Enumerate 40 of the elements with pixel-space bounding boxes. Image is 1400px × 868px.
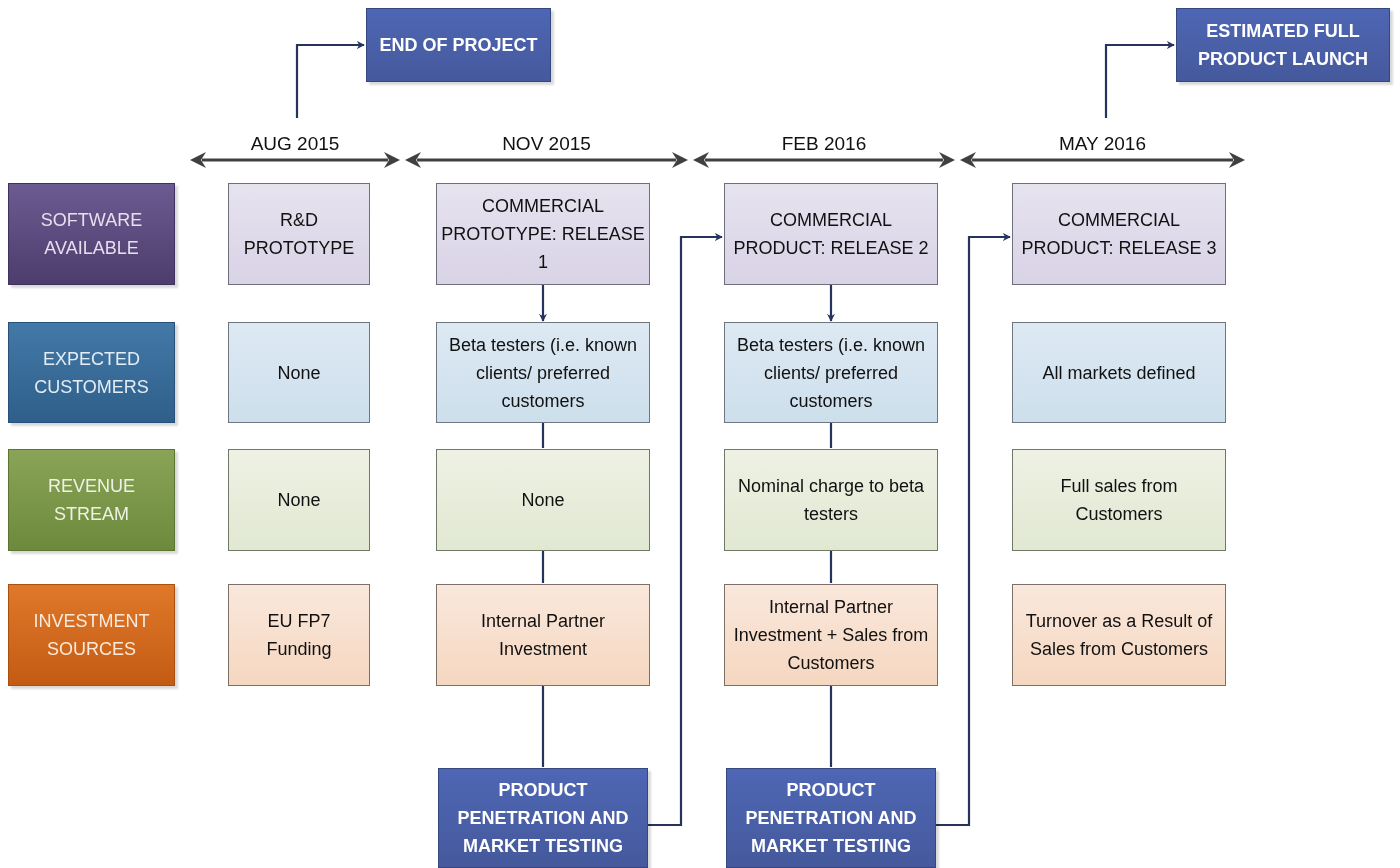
arrow <box>827 285 835 322</box>
timeline-cell: EU FP7 Funding <box>228 584 370 686</box>
timeline-cell: Nominal charge to beta testers <box>724 449 938 551</box>
timeline-cell: Internal Partner Investment + Sales from Customers <box>724 584 938 686</box>
milestone-box: END OF PROJECT <box>366 8 551 82</box>
connector-line <box>829 423 833 448</box>
arrow <box>936 233 1011 827</box>
timeline-cell: COMMERCIAL PRODUCT: RELEASE 3 <box>1012 183 1226 285</box>
timeline-cell: COMMERCIAL PRODUCT: RELEASE 2 <box>724 183 938 285</box>
milestone-box: PRODUCT PENETRATION AND MARKET TESTING <box>438 768 648 868</box>
arrow <box>1104 41 1175 118</box>
connector-line <box>541 551 545 583</box>
timeline-cell: Beta testers (i.e. known clients/ preferred customers <box>724 322 938 423</box>
connector-line <box>829 686 833 767</box>
timeline-cell: None <box>436 449 650 551</box>
arrow <box>539 285 547 322</box>
date-label: FEB 2016 <box>781 132 867 156</box>
connector-line <box>541 423 545 448</box>
arrow <box>295 41 365 118</box>
timeline-cell: Full sales from Customers <box>1012 449 1226 551</box>
timeline-cell: All markets defined <box>1012 322 1226 423</box>
timeline-cell: R&D PROTOTYPE <box>228 183 370 285</box>
row-header-box: INVESTMENT SOURCES <box>8 584 175 686</box>
date-label: MAY 2016 <box>1059 132 1146 156</box>
timeline-cell: Beta testers (i.e. known clients/ preferred customers <box>436 322 650 423</box>
row-header-box: EXPECTED CUSTOMERS <box>8 322 175 423</box>
timeline-cell: None <box>228 449 370 551</box>
timeline-cell: COMMERCIAL PROTOTYPE: RELEASE 1 <box>436 183 650 285</box>
row-header-box: SOFTWARE AVAILABLE <box>8 183 175 285</box>
milestone-box: PRODUCT PENETRATION AND MARKET TESTING <box>726 768 936 868</box>
connector-line <box>829 551 833 583</box>
date-label: NOV 2015 <box>502 132 591 156</box>
milestone-box: ESTIMATED FULL PRODUCT LAUNCH <box>1176 8 1390 82</box>
timeline-cell: Internal Partner Investment <box>436 584 650 686</box>
connector-line <box>541 686 545 767</box>
date-label: AUG 2015 <box>250 132 340 156</box>
timeline-cell: Turnover as a Result of Sales from Customers <box>1012 584 1226 686</box>
row-header-box: REVENUE STREAM <box>8 449 175 551</box>
arrow <box>648 233 723 827</box>
timeline-cell: None <box>228 322 370 423</box>
